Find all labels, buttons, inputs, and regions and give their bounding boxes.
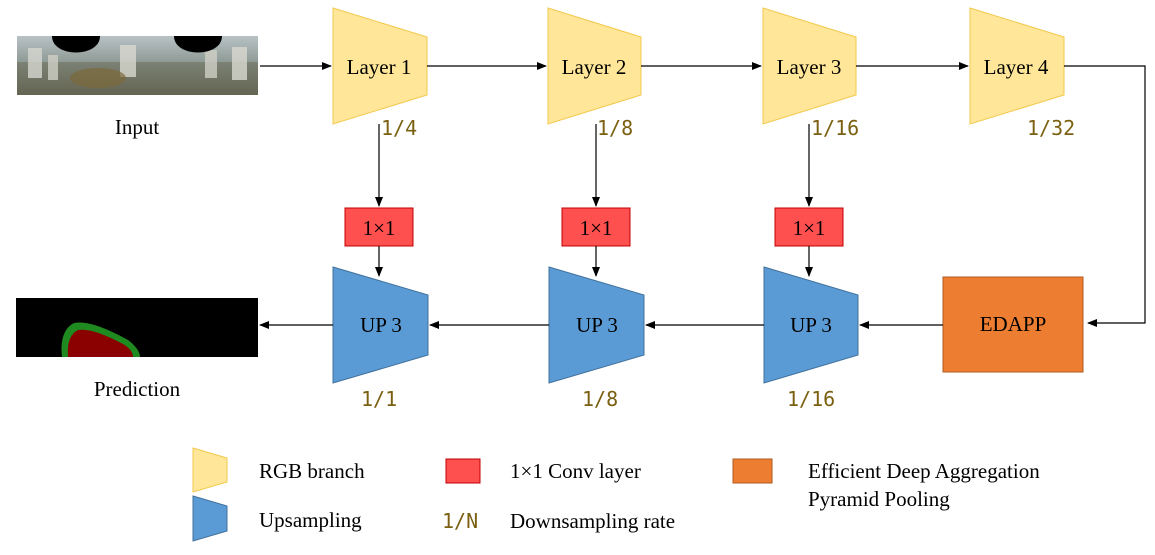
conv-2-label: 1×1: [580, 216, 613, 240]
up-2-label: UP 3: [576, 313, 618, 337]
legend-edapp-swatch: [732, 458, 773, 484]
conv-2-block: 1×1: [561, 207, 631, 247]
up-2-block: UP 3: [548, 266, 645, 384]
conv-3-label: 1×1: [793, 216, 826, 240]
legend-rgb-branch-label: RGB branch: [259, 459, 365, 483]
legend-item-rgb-branch: RGB branch: [192, 447, 365, 493]
arrow-layer4-to-edapp: [1064, 65, 1146, 327]
input-caption: Input: [115, 115, 159, 139]
legend-upsampling-swatch: [192, 495, 228, 542]
up-1-rate: 1/1: [361, 387, 397, 411]
layer-1-block: Layer 1: [332, 7, 428, 125]
layer-3-label: Layer 3: [777, 55, 842, 79]
legend: RGB branch 1×1 Conv layer Efficient Deep…: [192, 447, 1040, 542]
layer-3-block: Layer 3: [762, 7, 857, 125]
layer-1-rate: 1/4: [381, 116, 417, 140]
conv-1-label: 1×1: [363, 216, 396, 240]
up-3-rate: 1/16: [787, 387, 835, 411]
layer-4-label: Layer 4: [984, 55, 1049, 79]
layer-4-block: Layer 4: [969, 7, 1065, 125]
legend-edapp-label-line1: Efficient Deep Aggregation: [808, 459, 1040, 483]
up-3-label: UP 3: [790, 313, 832, 337]
edapp-block: EDAPP: [942, 276, 1084, 373]
legend-item-edapp: Efficient Deep Aggregation Pyramid Pooli…: [732, 458, 1040, 511]
legend-item-rate: 1/N Downsampling rate: [442, 509, 675, 533]
legend-conv-label: 1×1 Conv layer: [510, 459, 641, 483]
legend-item-conv: 1×1 Conv layer: [445, 458, 641, 484]
input-image: [17, 36, 258, 95]
layer-2-label: Layer 2: [562, 55, 627, 79]
conv-3-block: 1×1: [774, 207, 844, 247]
prediction-image: [16, 298, 258, 357]
layer-4-rate: 1/32: [1027, 116, 1075, 140]
layer-2-rate: 1/8: [597, 116, 633, 140]
legend-rate-symbol: 1/N: [442, 509, 478, 533]
conv-1-block: 1×1: [344, 207, 414, 247]
edapp-label: EDAPP: [980, 312, 1047, 336]
up-1-label: UP 3: [360, 313, 402, 337]
legend-rgb-branch-swatch: [192, 447, 228, 493]
legend-rate-label: Downsampling rate: [510, 509, 675, 533]
layer-3-rate: 1/16: [811, 116, 859, 140]
legend-edapp-label-line2: Pyramid Pooling: [808, 487, 950, 511]
legend-upsampling-label: Upsampling: [259, 508, 362, 532]
legend-conv-swatch: [445, 458, 481, 484]
prediction-caption: Prediction: [94, 377, 181, 401]
layer-2-block: Layer 2: [547, 7, 642, 125]
legend-item-upsampling: Upsampling: [192, 495, 362, 542]
up-2-rate: 1/8: [582, 387, 618, 411]
layer-1-label: Layer 1: [347, 55, 412, 79]
up-3-block: UP 3: [763, 266, 859, 384]
up-1-block: UP 3: [332, 266, 429, 384]
